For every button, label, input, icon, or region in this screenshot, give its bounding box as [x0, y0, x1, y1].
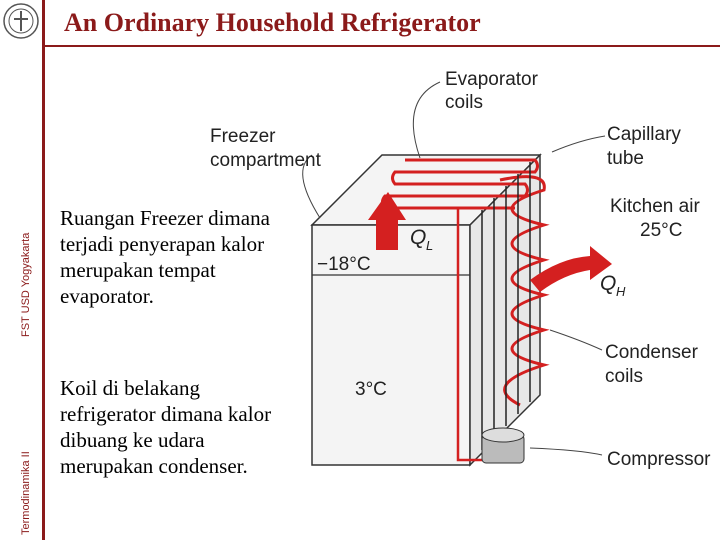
- freezer-temp-label: −18°C: [317, 254, 371, 275]
- course-name: Termodinamika II: [20, 451, 32, 535]
- kitchen-air-label: Kitchen air: [610, 196, 700, 217]
- heat-rejected-arrow: [530, 246, 612, 292]
- institution-name: FST USD Yogyakarta: [20, 232, 32, 337]
- evaporator-label-line2: coils: [445, 92, 483, 113]
- condenser-label-line1: Condenser: [605, 342, 699, 363]
- freezer-label-line1: Freezer: [210, 126, 276, 147]
- refrigerator-diagram: Evaporator coils Freezer compartment Cap…: [210, 69, 711, 470]
- condenser-vertical-bars: [481, 162, 531, 450]
- qh-label: Q: [600, 272, 616, 295]
- condenser-coil: [499, 175, 550, 407]
- compressor-unit: [481, 427, 525, 464]
- sidebar-rule: [42, 0, 45, 540]
- compressor-label: Compressor: [607, 449, 711, 470]
- ql-subscript: L: [426, 238, 433, 253]
- page-title: An Ordinary Household Refrigerator: [64, 8, 481, 37]
- paragraph-freezer: Ruangan Freezer dimana terjadi penyerapa…: [60, 206, 270, 308]
- evaporator-label-line1: Evaporator: [445, 69, 539, 90]
- ql-label: Q: [410, 226, 426, 249]
- capillary-label-line2: tube: [607, 148, 644, 169]
- freezer-label-line2: compartment: [210, 150, 322, 171]
- condenser-label-line2: coils: [605, 366, 643, 387]
- fridge-temp-label: 3°C: [355, 379, 387, 400]
- title-divider: [45, 45, 720, 47]
- pointer-lines: [302, 81, 606, 456]
- university-logo-icon: [3, 3, 39, 39]
- paragraph-condenser: Koil di belakang refrigerator dimana kal…: [60, 376, 272, 478]
- kitchen-temp-label: 25°C: [640, 220, 682, 241]
- capillary-label-line1: Capillary: [607, 124, 681, 145]
- qh-subscript: H: [616, 284, 626, 299]
- heat-absorbed-arrow: [368, 192, 406, 250]
